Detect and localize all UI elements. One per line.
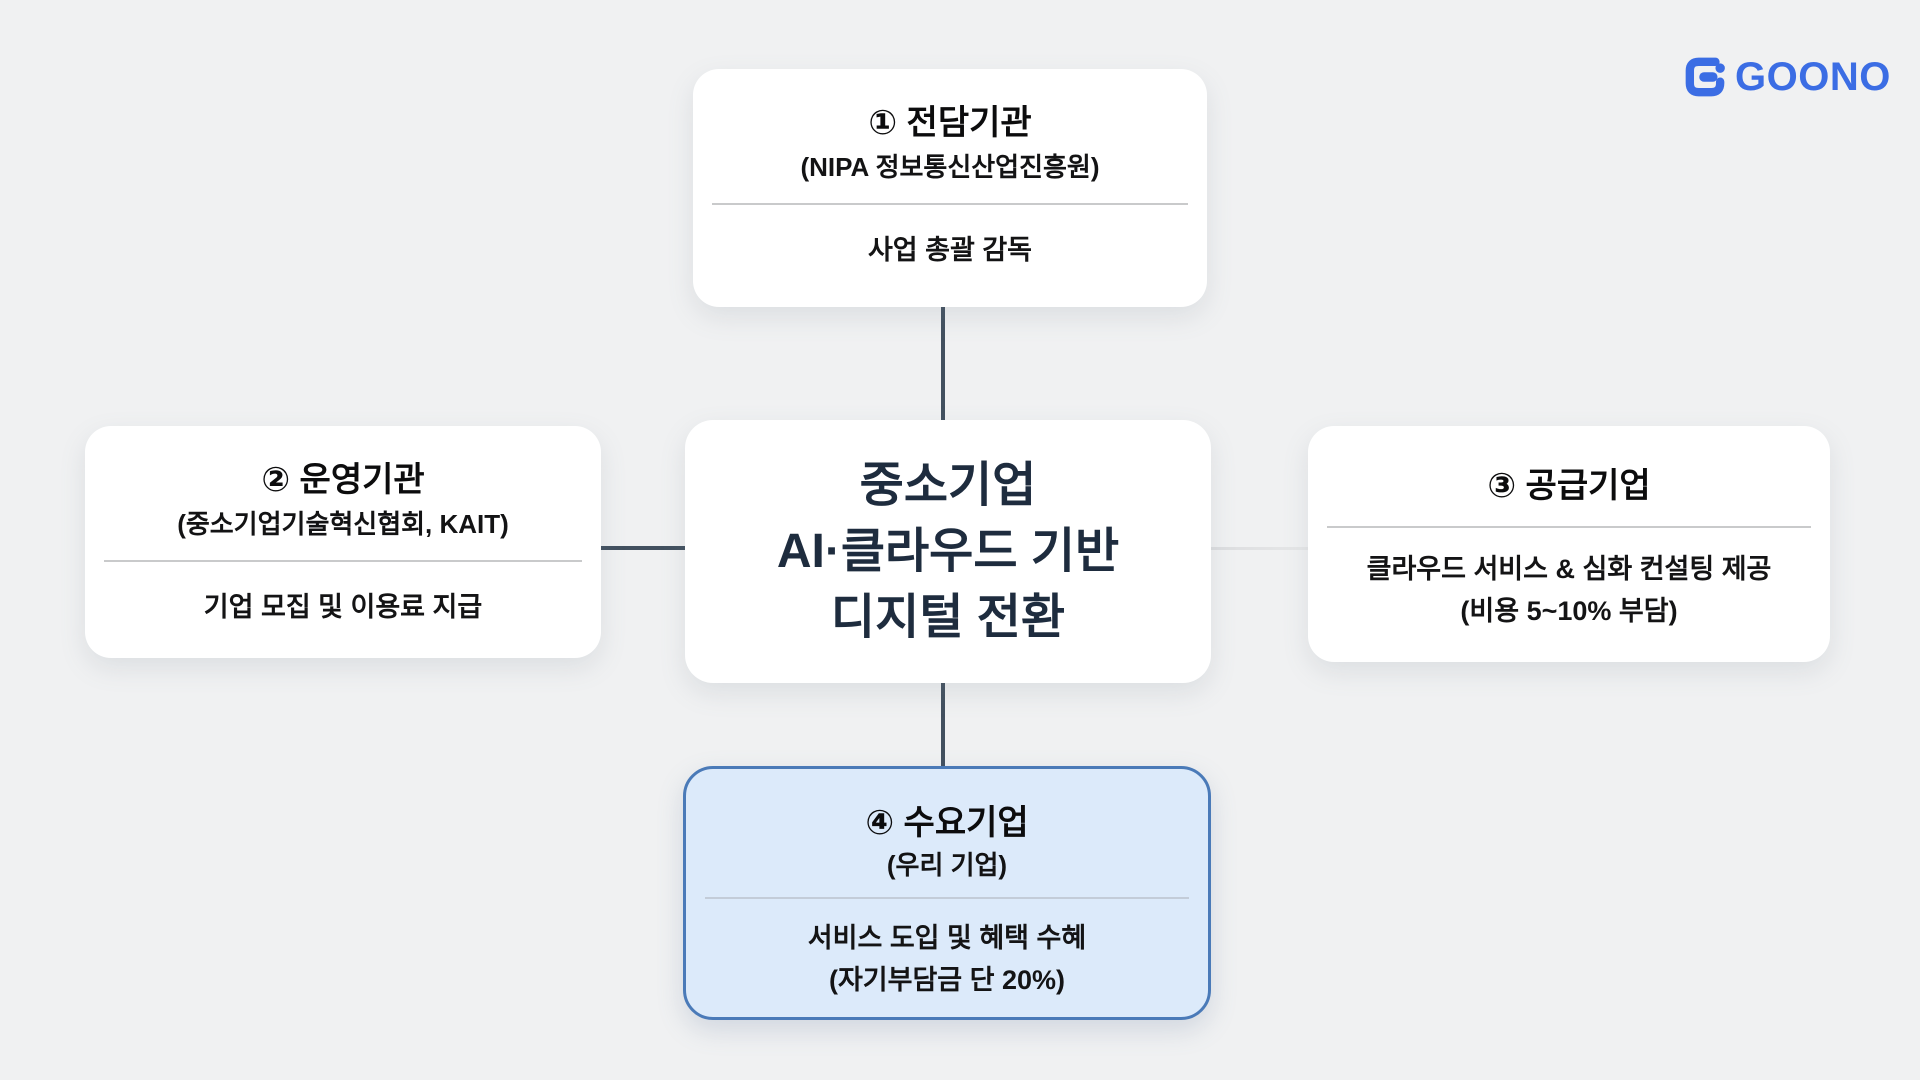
node-demand-company-roles: 서비스 도입 및 혜택 수혜 (자기부담금 단 20%) (808, 917, 1086, 1001)
node-operating-agency-subtitle: (중소기업기술혁신협회, KAIT) (177, 509, 509, 539)
goono-logo-wordmark: GOONO (1735, 55, 1891, 99)
goono-logo-icon (1685, 57, 1725, 97)
node-center-program: 중소기업 AI·클라우드 기반 디지털 전환 (685, 420, 1211, 683)
node-dedicated-agency-title: ① 전담기관 (868, 104, 1032, 142)
node-supplier-company: ③ 공급기업 클라우드 서비스 & 심화 컨설팅 제공 (비용 5~10% 부담… (1308, 426, 1830, 662)
node-dedicated-agency-role: 사업 총괄 감독 (867, 235, 1033, 265)
goono-logo: GOONO (1682, 54, 1891, 100)
node-supplier-company-role-2: (비용 5~10% 부담) (1460, 596, 1678, 626)
divider (1327, 526, 1811, 528)
node-operating-agency-role: 기업 모집 및 이용료 지급 (203, 592, 483, 622)
node-demand-company-role-1: 서비스 도입 및 혜택 수혜 (807, 923, 1087, 953)
node-dedicated-agency-subtitle: (NIPA 정보통신산업진흥원) (800, 152, 1100, 182)
divider (712, 203, 1188, 205)
node-supplier-company-roles: 클라우드 서비스 & 심화 컨설팅 제공 (비용 5~10% 부담) (1367, 548, 1772, 632)
center-program-line-2: AI·클라우드 기반 (776, 524, 1120, 578)
node-supplier-company-role-1: 클라우드 서비스 & 심화 컨설팅 제공 (1366, 554, 1772, 584)
node-demand-company-title: ④ 수요기업 (865, 804, 1029, 842)
divider (104, 560, 582, 562)
connector-center-to-bottom (941, 683, 945, 766)
node-demand-company-role-2: (자기부담금 단 20%) (828, 965, 1066, 995)
node-supplier-company-title: ③ 공급기업 (1487, 467, 1651, 505)
node-operating-agency: ② 운영기관 (중소기업기술혁신협회, KAIT) 기업 모집 및 이용료 지급 (85, 426, 601, 658)
connector-left-to-center (601, 546, 685, 550)
node-demand-company-subtitle: (우리 기업) (886, 850, 1008, 880)
divider (705, 897, 1189, 899)
node-dedicated-agency: ① 전담기관 (NIPA 정보통신산업진흥원) 사업 총괄 감독 (693, 69, 1207, 307)
center-program-line-1: 중소기업 (859, 458, 1037, 512)
node-demand-company: ④ 수요기업 (우리 기업) 서비스 도입 및 혜택 수혜 (자기부담금 단 2… (683, 766, 1211, 1020)
connector-top-to-center (941, 307, 945, 420)
node-operating-agency-title: ② 운영기관 (261, 461, 425, 499)
center-program-line-3: 디지털 전환 (830, 590, 1066, 644)
connector-center-to-right (1211, 547, 1308, 550)
